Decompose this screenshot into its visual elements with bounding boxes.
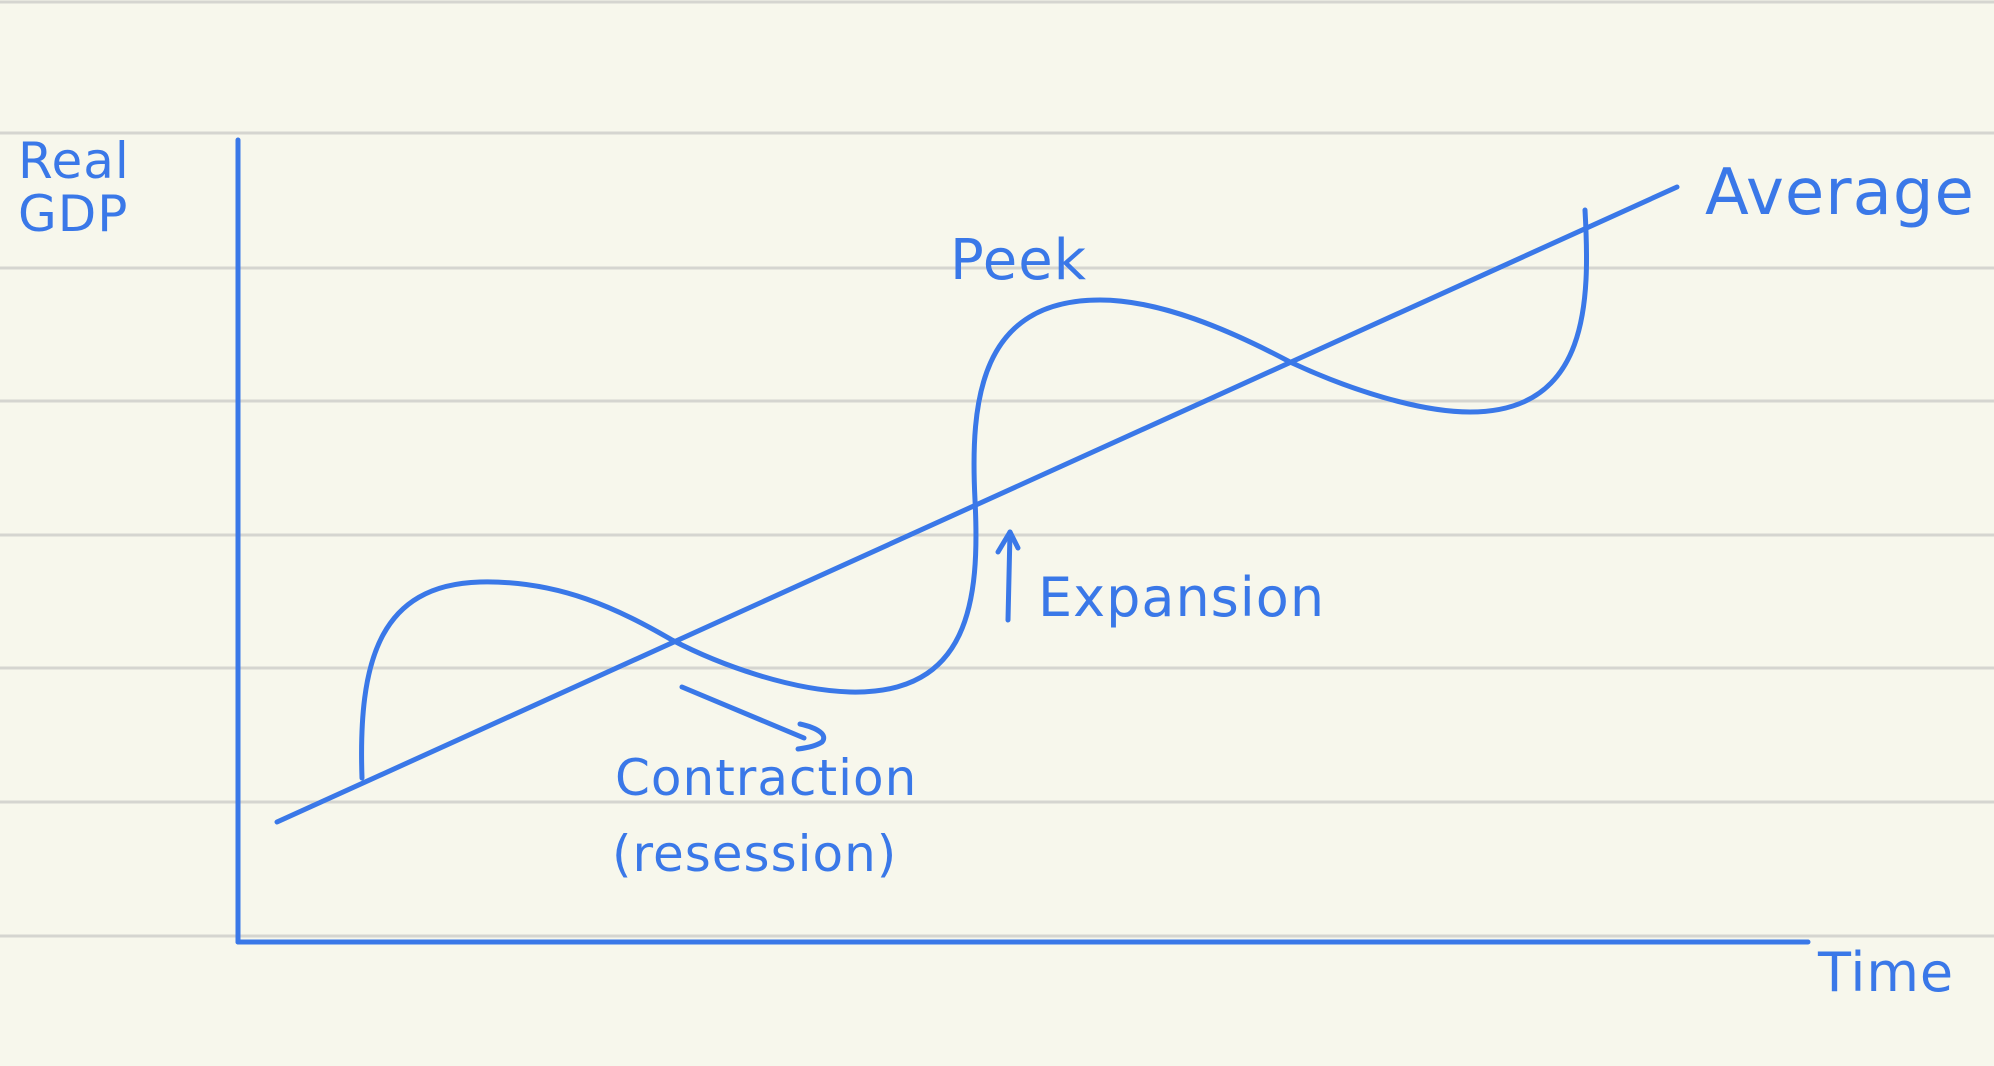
peak-label: Peek: [950, 228, 1088, 293]
business-cycle-curve: [359, 207, 1590, 781]
ruled-lines: [0, 0, 1994, 938]
average-label: Average: [1705, 156, 1975, 230]
up-arrow-icon: [995, 529, 1021, 623]
x-axis-label: Time: [1818, 941, 1955, 1004]
down-right-arrow-icon: [679, 684, 827, 752]
contraction-label: Contraction: [615, 749, 918, 807]
expansion-label: Expansion: [1038, 566, 1326, 629]
y-axis-label: Real GDP: [18, 132, 130, 243]
recession-label: (resession): [612, 825, 898, 883]
